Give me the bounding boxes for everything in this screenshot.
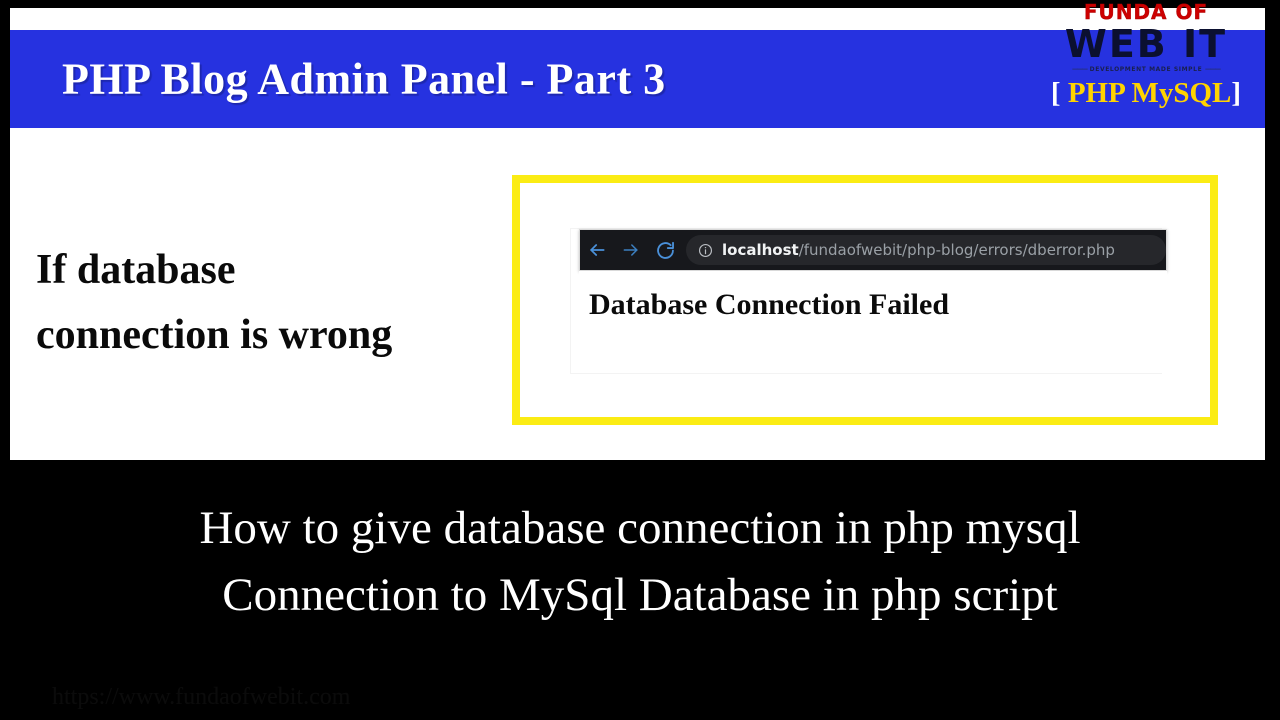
- url-omnibox[interactable]: localhost/fundaofwebit/php-blog/errors/d…: [686, 235, 1166, 265]
- logo-line-funda-of: FUNDA OF: [1083, 0, 1209, 24]
- reload-icon[interactable]: [648, 229, 682, 271]
- left-headline-line1: If database: [36, 247, 236, 293]
- browser-page-content: Database Connection Failed: [579, 271, 1167, 373]
- logo-tagline-rule-left: ———: [1071, 66, 1088, 73]
- screenshot-yellow-frame: localhost/fundaofwebit/php-blog/errors/d…: [512, 175, 1218, 425]
- caption-line-1: How to give database connection in php m…: [199, 502, 1081, 554]
- logo-subtitle: [ PHP MySQL]: [1026, 76, 1266, 110]
- bottom-caption: How to give database connection in php m…: [0, 495, 1280, 628]
- logo-subtitle-text: PHP MySQL: [1067, 77, 1232, 109]
- caption-line-2: Connection to MySql Database in php scri…: [222, 568, 1058, 621]
- logo-tagline-wrap: ——— DEVELOPMENT MADE SIMPLE ———: [1026, 64, 1266, 76]
- logo-subtitle-close-bracket: ]: [1231, 77, 1242, 109]
- url-text: localhost/fundaofwebit/php-blog/errors/d…: [722, 241, 1115, 259]
- url-path: /fundaofwebit/php-blog/errors/dberror.ph…: [798, 241, 1115, 259]
- page-title: PHP Blog Admin Panel - Part 3: [62, 54, 666, 104]
- left-headline: If database connection is wrong: [36, 238, 506, 368]
- page-heading: Database Connection Failed: [589, 288, 949, 321]
- browser-toolbar: localhost/fundaofwebit/php-blog/errors/d…: [579, 229, 1167, 271]
- logo-line-web-it: WEB IT: [1064, 22, 1228, 66]
- info-circle-icon[interactable]: [698, 243, 713, 258]
- logo-tagline-text: DEVELOPMENT MADE SIMPLE: [1089, 66, 1203, 73]
- logo-subtitle-open-bracket: [: [1050, 77, 1068, 109]
- browser-screenshot: localhost/fundaofwebit/php-blog/errors/d…: [571, 229, 1167, 373]
- url-host: localhost: [722, 241, 799, 259]
- left-headline-line2: connection is wrong: [36, 312, 393, 359]
- brand-logo: FUNDA OF WEB IT ——— DEVELOPMENT MADE SIM…: [1026, 0, 1266, 110]
- logo-tagline-rule-right: ———: [1205, 66, 1221, 73]
- title-bar: PHP Blog Admin Panel - Part 3: [10, 30, 1265, 128]
- site-watermark: https://www.fundaofwebit.com: [52, 684, 350, 711]
- forward-icon[interactable]: [614, 229, 648, 271]
- back-icon[interactable]: [580, 229, 614, 271]
